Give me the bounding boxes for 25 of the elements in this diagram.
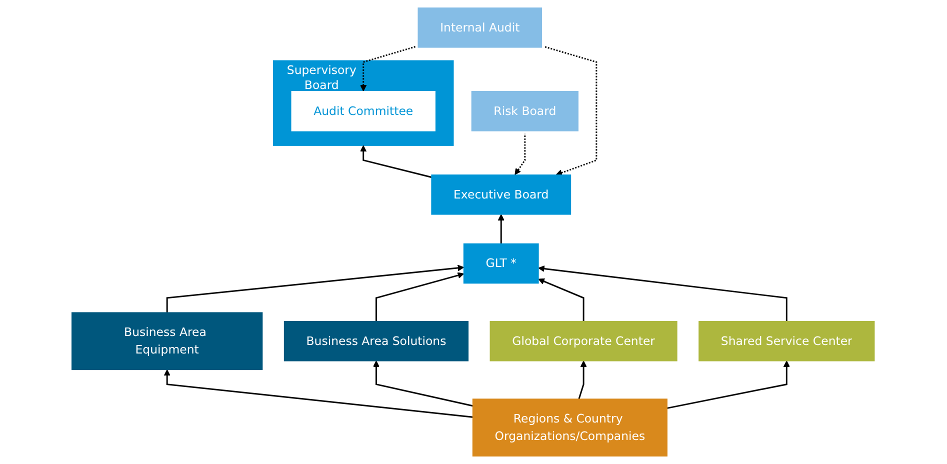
node-box — [432, 174, 572, 215]
node-box — [72, 312, 264, 370]
arrow — [376, 272, 464, 322]
arrow — [360, 145, 432, 178]
arrow — [373, 360, 474, 407]
arrow — [515, 134, 526, 175]
arrow — [578, 360, 588, 400]
node-box — [472, 398, 668, 456]
node-box — [292, 91, 436, 132]
node-box — [418, 8, 542, 48]
node-box — [284, 320, 469, 362]
arrow — [538, 278, 585, 322]
node-box — [490, 320, 678, 362]
cluster — [273, 60, 454, 146]
arrow — [538, 266, 788, 322]
arrow — [544, 46, 598, 176]
node-box — [698, 320, 876, 362]
arrow — [164, 369, 474, 418]
arrow — [667, 360, 790, 409]
node-box — [464, 243, 540, 284]
arrow — [166, 264, 464, 313]
node-box — [472, 91, 579, 132]
arrow — [360, 46, 416, 92]
arrow — [498, 214, 505, 244]
org-chart-diagram: Supervisory Board Audit Committee Internal Audit Risk Board Executive Board GLT * Business Area Equipment Business Area Solutions Global Corporate Center Shared Service Center Regions & Country Organizations/Companies — [66, 2, 881, 462]
